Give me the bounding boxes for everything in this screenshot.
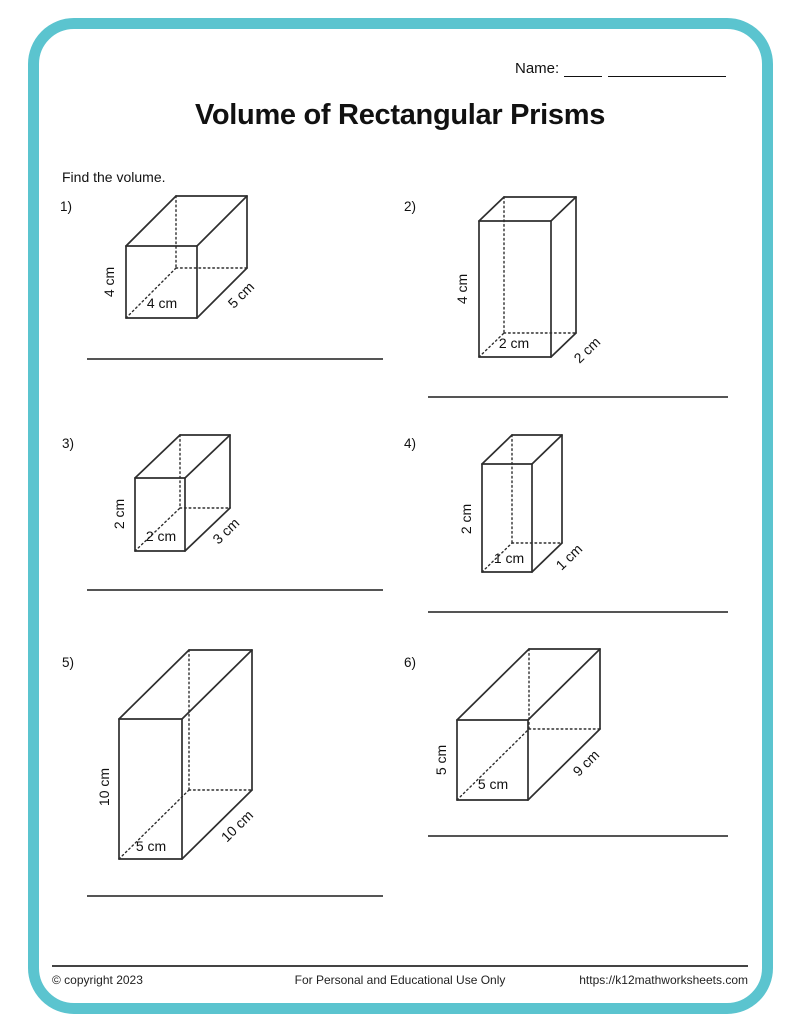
footer-copyright: © copyright 2023 (52, 973, 143, 987)
height-label: 10 cm (96, 768, 112, 806)
problem-5-number: 5) (62, 655, 75, 670)
depth-label: 3 cm (209, 515, 242, 548)
prism-edge (196, 195, 248, 247)
prism-edge (527, 728, 601, 801)
height-label: 2 cm (111, 499, 127, 529)
name-label: Name: (515, 60, 560, 77)
prism-edge (550, 196, 577, 222)
footer-url[interactable]: https://k12mathworksheets.com (579, 973, 748, 987)
width-label: 5 cm (478, 776, 508, 792)
problem-1-answer-line[interactable] (87, 358, 383, 360)
problem-3-answer-line[interactable] (87, 589, 383, 591)
footer: © copyright 2023 For Personal and Educat… (52, 973, 748, 987)
prism-figure-2: 4 cm 2 cm 2 cm (454, 196, 603, 367)
width-label: 5 cm (136, 838, 166, 854)
prism-figure-6: 5 cm 5 cm 9 cm (433, 648, 603, 801)
width-label: 2 cm (146, 528, 176, 544)
width-label: 2 cm (499, 335, 529, 351)
height-label: 4 cm (101, 267, 117, 297)
prism-figure-3: 2 cm 2 cm 3 cm (111, 434, 242, 552)
prism-edge (196, 267, 248, 319)
depth-label: 9 cm (570, 747, 603, 780)
prism-edge (134, 434, 181, 479)
prism-edge (181, 649, 253, 720)
prism-figure-4: 2 cm 1 cm 1 cm (458, 434, 585, 574)
problem-4-answer-line[interactable] (428, 611, 728, 613)
prism-edge (118, 649, 190, 720)
problem-6-answer-line[interactable] (428, 835, 728, 837)
prism-edge (125, 195, 177, 247)
prism-edge (184, 434, 231, 479)
prism-edge (184, 507, 231, 552)
page-border (28, 18, 773, 1014)
problem-4-number: 4) (404, 436, 417, 451)
name-input-line[interactable] (564, 61, 603, 77)
height-label: 2 cm (458, 504, 474, 534)
width-label: 1 cm (494, 550, 524, 566)
problem-6-number: 6) (404, 655, 417, 670)
depth-label: 2 cm (570, 334, 603, 367)
width-label: 4 cm (147, 295, 177, 311)
prism-hidden-edge (456, 728, 530, 801)
depth-label: 1 cm (552, 541, 585, 574)
instruction-text: Find the volume. (62, 169, 166, 185)
problem-3-number: 3) (62, 436, 75, 451)
prism-figure-1: 4 cm 4 cm 5 cm (101, 195, 258, 319)
height-label: 5 cm (433, 745, 449, 775)
problem-2-number: 2) (404, 199, 417, 214)
prism-edge (456, 648, 530, 721)
prism-edge (181, 789, 253, 860)
prism-figure-5: 10 cm 5 cm 10 cm (96, 649, 256, 860)
depth-label: 5 cm (225, 279, 258, 312)
prism-edge (481, 434, 513, 465)
prism-edge (531, 542, 563, 573)
problem-2-answer-line[interactable] (428, 396, 728, 398)
page-title: Volume of Rectangular Prisms (194, 99, 606, 131)
footer-usage: For Personal and Educational Use Only (294, 973, 506, 987)
prism-edge (478, 196, 505, 222)
name-input-line-2[interactable] (608, 61, 727, 77)
name-row: Name: (515, 60, 727, 77)
depth-label: 10 cm (218, 807, 256, 845)
height-label: 4 cm (454, 274, 470, 304)
prism-edge (550, 332, 577, 358)
problem-1-number: 1) (60, 199, 73, 214)
prism-edge (531, 434, 563, 465)
prism-edge (527, 648, 601, 721)
prism-hidden-edge (478, 332, 505, 358)
prism-hidden-edge (134, 507, 181, 552)
problem-5-answer-line[interactable] (87, 895, 383, 897)
footer-divider (52, 965, 748, 967)
